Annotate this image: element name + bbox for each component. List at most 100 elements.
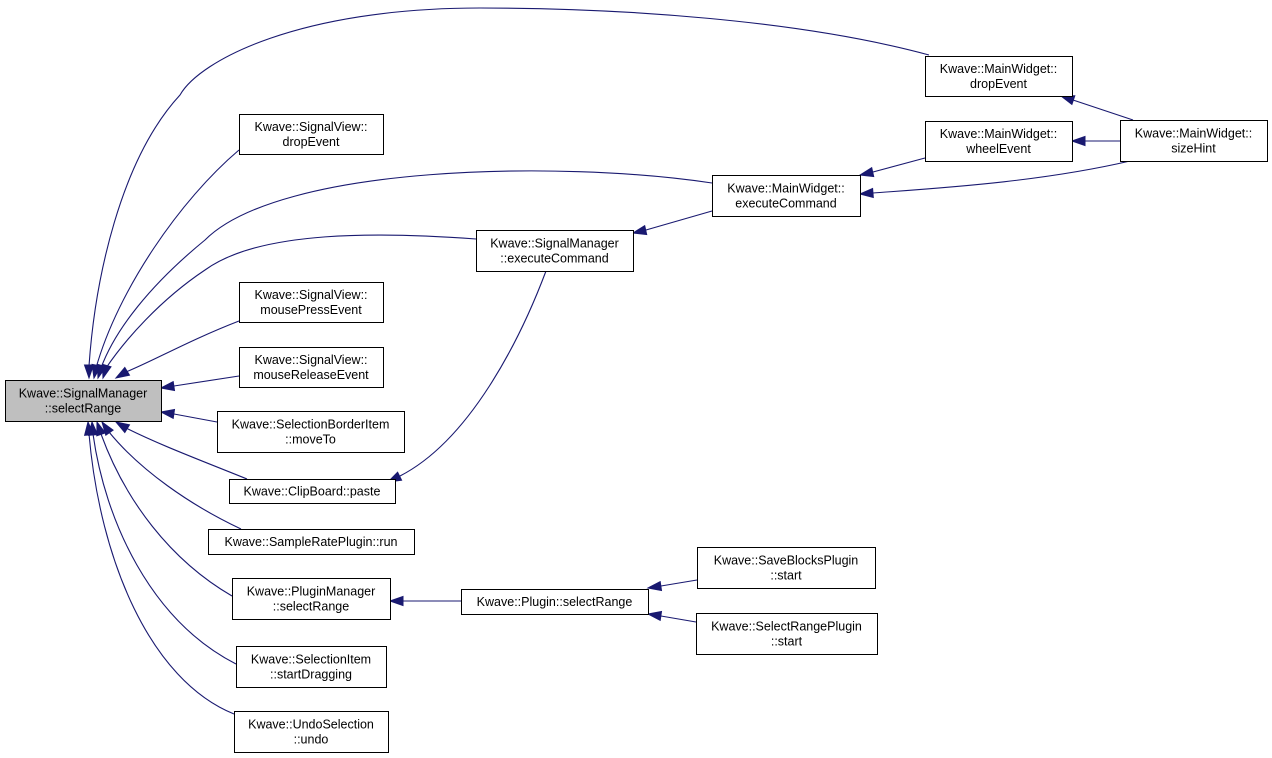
node-label-line: ::undo — [294, 733, 329, 747]
arrowhead-cb_paste-to-sm_selectRange — [114, 421, 131, 434]
node-srp_run[interactable]: Kwave::SampleRatePlugin::run — [208, 529, 415, 555]
arrowhead-p_selectRange-to-pm_selectRange — [388, 595, 404, 607]
node-label-line: Kwave::MainWidget:: — [940, 62, 1057, 76]
nodes-layer: Kwave::SignalManager::selectRangeKwave::… — [5, 56, 1268, 753]
edge-mw_dropEvent-to-sm_selectRange — [88, 7, 930, 367]
node-box — [1120, 120, 1268, 162]
arrowhead-sm_executeCommand-to-sm_selectRange — [101, 363, 112, 380]
node-label-line: Kwave::SelectionBorderItem — [232, 418, 390, 432]
node-label-line: ::executeCommand — [500, 252, 608, 266]
arrowhead-mw_sizeHint-to-mw_executeCommand — [858, 187, 874, 199]
node-box — [208, 529, 415, 555]
arrowhead-mw_sizeHint-to-mw_wheelEvent — [1070, 135, 1086, 147]
arrowhead-sbi_moveTo-to-sm_selectRange — [159, 408, 176, 420]
node-box — [712, 175, 861, 217]
node-label-line: ::moveTo — [285, 433, 336, 447]
node-mw_sizeHint[interactable]: Kwave::MainWidget::sizeHint — [1120, 120, 1268, 162]
node-label-line: Kwave::ClipBoard::paste — [244, 485, 381, 499]
node-label-line: Kwave::SignalView:: — [254, 353, 367, 367]
node-label-line: Kwave::MainWidget:: — [727, 182, 844, 196]
node-label-line: Kwave::MainWidget:: — [940, 127, 1057, 141]
node-label-line: executeCommand — [735, 197, 836, 211]
node-si_startDragging[interactable]: Kwave::SelectionItem::startDragging — [236, 646, 387, 688]
node-cb_paste[interactable]: Kwave::ClipBoard::paste — [229, 479, 396, 504]
node-label-line: ::selectRange — [45, 402, 121, 416]
node-mw_executeCommand[interactable]: Kwave::MainWidget::executeCommand — [712, 175, 861, 217]
node-label-line: sizeHint — [1171, 142, 1216, 156]
node-label-line: mousePressEvent — [260, 303, 362, 317]
edge-sbi_moveTo-to-sm_selectRange — [173, 413, 218, 423]
node-p_selectRange[interactable]: Kwave::Plugin::selectRange — [461, 589, 649, 615]
node-label-line: ::start — [770, 569, 802, 583]
node-srpl_start[interactable]: Kwave::SelectRangePlugin::start — [696, 613, 878, 655]
edge-sbp_start-to-p_selectRange — [660, 579, 698, 587]
node-box — [696, 613, 878, 655]
node-label-line: dropEvent — [283, 135, 341, 149]
node-label-line: Kwave::SignalView:: — [254, 288, 367, 302]
node-label-line: Kwave::SelectRangePlugin — [711, 620, 862, 634]
arrowhead-mw_sizeHint-to-mw_dropEvent — [1059, 95, 1076, 106]
node-mw_wheelEvent[interactable]: Kwave::MainWidget::wheelEvent — [925, 121, 1073, 162]
node-label-line: Kwave::MainWidget:: — [1135, 127, 1252, 141]
node-sv_mousePress[interactable]: Kwave::SignalView::mousePressEvent — [239, 282, 384, 323]
node-sm_selectRange[interactable]: Kwave::SignalManager::selectRange — [5, 380, 162, 422]
edge-sm_executeCommand-to-cb_paste — [399, 270, 547, 477]
edge-pm_selectRange-to-sm_selectRange — [100, 433, 233, 597]
node-box — [217, 411, 405, 453]
edge-mw_sizeHint-to-mw_executeCommand — [872, 160, 1131, 194]
edge-sm_executeCommand-to-sm_selectRange — [105, 234, 477, 369]
edge-mw_wheelEvent-to-mw_executeCommand — [872, 157, 926, 173]
edges-layer — [83, 7, 1134, 715]
arrowhead-srp_run-to-sm_selectRange — [101, 420, 114, 437]
node-box — [236, 646, 387, 688]
arrowhead-mw_executeCommand-to-sm_executeCommand — [631, 224, 648, 236]
edge-us_undo-to-sm_selectRange — [88, 433, 235, 715]
node-box — [925, 121, 1073, 162]
node-sm_executeCommand[interactable]: Kwave::SignalManager::executeCommand — [476, 230, 634, 272]
edge-srpl_start-to-p_selectRange — [660, 615, 697, 623]
node-sv_mouseRelease[interactable]: Kwave::SignalView::mouseReleaseEvent — [239, 347, 384, 388]
node-box — [697, 547, 876, 589]
arrowhead-sv_mouseRelease-to-sm_selectRange — [159, 380, 176, 392]
node-box — [232, 578, 391, 620]
edge-mw_executeCommand-to-sm_selectRange — [100, 170, 713, 369]
edge-mw_sizeHint-to-mw_dropEvent — [1072, 99, 1134, 121]
node-mw_dropEvent[interactable]: Kwave::MainWidget::dropEvent — [925, 56, 1073, 97]
node-label-line: Kwave::SignalManager — [490, 237, 619, 251]
arrowhead-srpl_start-to-p_selectRange — [646, 610, 663, 622]
node-label-line: wheelEvent — [965, 142, 1031, 156]
edge-sv_dropEvent-to-sm_selectRange — [95, 149, 240, 369]
node-sbp_start[interactable]: Kwave::SaveBlocksPlugin::start — [697, 547, 876, 589]
node-box — [239, 347, 384, 388]
edge-sv_mouseRelease-to-sm_selectRange — [173, 375, 240, 387]
node-label-line: Kwave::PluginManager — [247, 585, 376, 599]
node-box — [461, 589, 649, 615]
node-box — [229, 479, 396, 504]
node-sbi_moveTo[interactable]: Kwave::SelectionBorderItem::moveTo — [217, 411, 405, 453]
node-label-line: ::startDragging — [270, 668, 352, 682]
node-label-line: Kwave::SaveBlocksPlugin — [714, 554, 859, 568]
arrowhead-sv_mousePress-to-sm_selectRange — [114, 366, 131, 379]
node-box — [5, 380, 162, 422]
node-box — [239, 114, 384, 155]
edge-srp_run-to-sm_selectRange — [108, 431, 242, 530]
arrowhead-mw_dropEvent-to-sm_selectRange — [83, 364, 95, 380]
node-label-line: ::selectRange — [273, 600, 349, 614]
node-box — [925, 56, 1073, 97]
node-label-line: ::start — [771, 635, 803, 649]
node-label-line: Kwave::SignalManager — [19, 387, 148, 401]
node-sv_dropEvent[interactable]: Kwave::SignalView::dropEvent — [239, 114, 384, 155]
edge-cb_paste-to-sm_selectRange — [125, 427, 248, 480]
node-us_undo[interactable]: Kwave::UndoSelection::undo — [234, 711, 389, 753]
edge-si_startDragging-to-sm_selectRange — [92, 433, 237, 665]
node-box — [234, 711, 389, 753]
arrowhead-mw_wheelEvent-to-mw_executeCommand — [858, 166, 875, 178]
node-label-line: Kwave::SignalView:: — [254, 120, 367, 134]
arrowhead-sbp_start-to-p_selectRange — [646, 580, 663, 592]
node-label-line: mouseReleaseEvent — [253, 368, 369, 382]
arrowhead-us_undo-to-sm_selectRange — [83, 420, 95, 436]
node-label-line: Kwave::SelectionItem — [251, 653, 371, 667]
node-pm_selectRange[interactable]: Kwave::PluginManager::selectRange — [232, 578, 391, 620]
node-label-line: Kwave::UndoSelection — [248, 718, 374, 732]
